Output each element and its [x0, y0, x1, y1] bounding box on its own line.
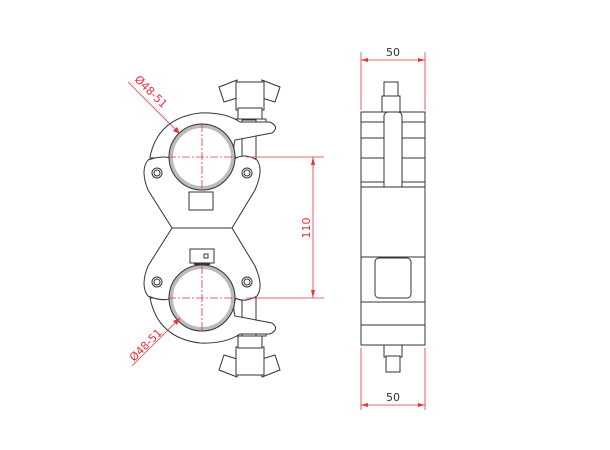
center-distance-dimension: 110	[246, 156, 324, 299]
top-wing-nut	[218, 79, 281, 123]
width-top-label: 50	[386, 46, 400, 59]
width-bottom-label: 50	[386, 391, 400, 404]
diameter-bottom-label: Ø48-51	[127, 326, 165, 364]
front-view: Ø48-51 Ø48-51 110	[127, 73, 324, 378]
width-bottom-dimension: 50	[360, 348, 426, 410]
center-distance-label: 110	[300, 218, 313, 239]
width-top-dimension: 50	[360, 46, 426, 110]
holes	[151, 167, 253, 288]
side-view: 50 50	[360, 46, 426, 410]
